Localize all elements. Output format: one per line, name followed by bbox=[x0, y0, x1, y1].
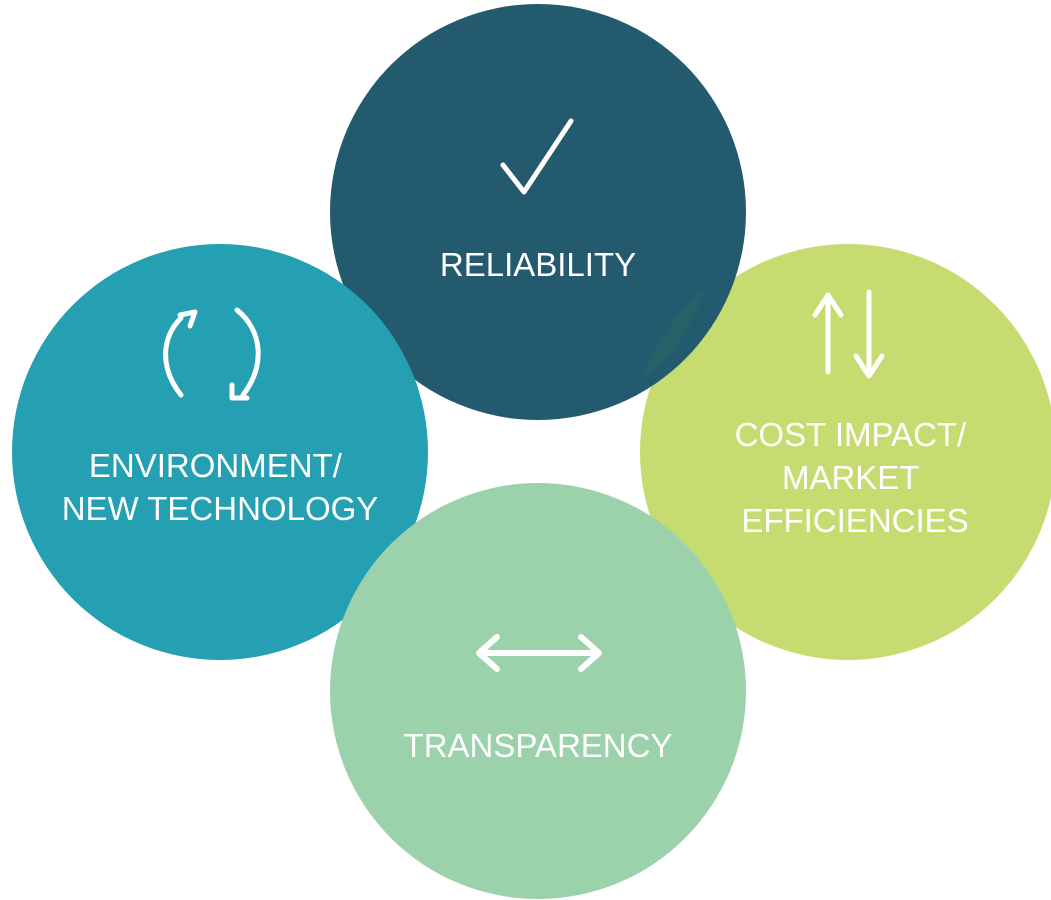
environment-label-line-1: ENVIRONMENT/ bbox=[89, 447, 343, 484]
transparency-label: TRANSPARENCY bbox=[404, 727, 673, 764]
transparency-label-line-1: TRANSPARENCY bbox=[404, 727, 673, 764]
overlap-region bbox=[642, 286, 706, 383]
checkmark-icon bbox=[500, 118, 574, 195]
cost-impact-circle-shape bbox=[640, 244, 1051, 660]
reliability-circle-shape bbox=[330, 4, 746, 420]
cost-impact-label: COST IMPACT/ MARKET EFFICIENCIES bbox=[735, 416, 976, 539]
transparency-circle bbox=[330, 483, 746, 899]
environment-label-line-2: NEW TECHNOLOGY bbox=[62, 490, 379, 527]
transparency-circle-shape bbox=[330, 483, 746, 899]
environment-circle bbox=[12, 244, 428, 660]
up-down-arrows-icon bbox=[812, 289, 885, 379]
environment-circle-shape bbox=[12, 244, 428, 660]
cost-impact-circle bbox=[640, 244, 1051, 660]
cost-impact-label-line-2: MARKET bbox=[782, 459, 919, 496]
reliability-circle bbox=[330, 4, 746, 420]
refresh-cycle-icon bbox=[163, 307, 261, 401]
environment-label: ENVIRONMENT/ NEW TECHNOLOGY bbox=[62, 447, 379, 527]
reliability-label-line-1: RELIABILITY bbox=[440, 246, 636, 283]
cost-impact-label-line-1: COST IMPACT/ bbox=[735, 416, 967, 453]
left-right-arrow-icon bbox=[476, 634, 602, 672]
reliability-label: RELIABILITY bbox=[440, 246, 636, 283]
cost-impact-label-line-3: EFFICIENCIES bbox=[741, 502, 968, 539]
